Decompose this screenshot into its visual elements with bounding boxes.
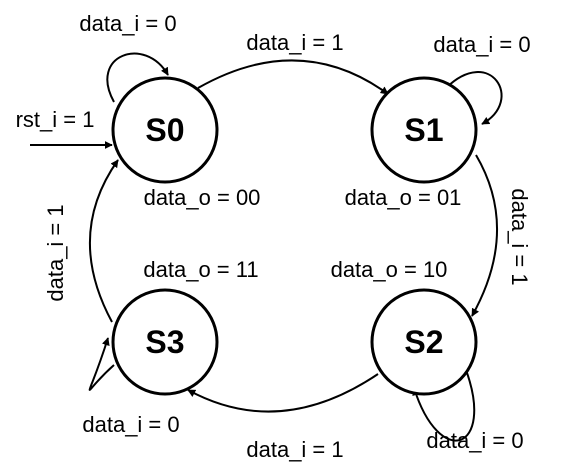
state-s3: S3 bbox=[111, 288, 219, 396]
output-s1: data_o = 01 bbox=[345, 185, 462, 210]
label-s2-to-s3: data_i = 1 bbox=[246, 437, 343, 462]
label-s1-self: data_i = 0 bbox=[433, 32, 530, 57]
state-s1-label: S1 bbox=[404, 112, 443, 148]
state-s0-circle bbox=[111, 76, 219, 184]
label-s3-to-s0: data_i = 1 bbox=[43, 204, 68, 301]
label-s0-to-s1: data_i = 1 bbox=[246, 30, 343, 55]
output-s2: data_o = 10 bbox=[331, 257, 448, 282]
state-s3-label: S3 bbox=[145, 324, 184, 360]
self-loop-s3 bbox=[88, 337, 115, 391]
state-s2-label: S2 bbox=[404, 324, 443, 360]
edge-s2-to-s3 bbox=[187, 373, 379, 413]
state-s2-circle bbox=[370, 288, 478, 396]
self-loop-s0 bbox=[106, 52, 169, 103]
output-s3: data_o = 11 bbox=[143, 257, 258, 282]
state-s0: S0 bbox=[111, 76, 219, 184]
edge-s1-to-s2 bbox=[471, 154, 498, 317]
label-s1-to-s2: data_i = 1 bbox=[507, 188, 532, 285]
label-s3-self: data_i = 0 bbox=[82, 412, 179, 437]
edge-s3-to-s0 bbox=[89, 159, 119, 323]
state-s0-label: S0 bbox=[145, 112, 184, 148]
label-s2-self: data_i = 0 bbox=[426, 428, 523, 453]
label-s0-self: data_i = 0 bbox=[79, 11, 176, 36]
self-loop-s1 bbox=[445, 71, 503, 125]
edge-s0-to-s1 bbox=[197, 59, 389, 95]
state-s3-circle bbox=[111, 288, 219, 396]
label-reset: rst_i = 1 bbox=[16, 107, 95, 132]
self-loop-s2 bbox=[412, 369, 476, 442]
state-s1: S1 bbox=[370, 76, 478, 184]
output-s0: data_o = 00 bbox=[144, 185, 261, 210]
state-s1-circle bbox=[370, 76, 478, 184]
state-s2: S2 bbox=[370, 288, 478, 396]
